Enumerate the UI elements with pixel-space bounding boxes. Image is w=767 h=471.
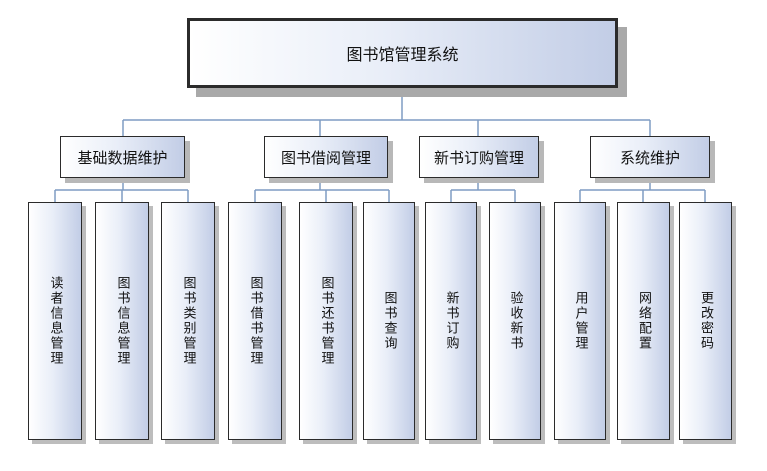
- leaf-label: 图书类别管理: [180, 276, 196, 366]
- leaf-node: 网络配置: [617, 202, 670, 440]
- leaf-node: 读者信息管理: [28, 202, 82, 440]
- leaf-node: 图书查询: [363, 202, 415, 440]
- group-node-system: 系统维护: [590, 136, 710, 178]
- group-label: 系统维护: [619, 148, 680, 167]
- leaf-node: 用户管理: [554, 202, 606, 440]
- leaf-node: 图书信息管理: [95, 202, 149, 440]
- leaf-label: 新书订购: [443, 291, 459, 351]
- group-label: 新书订购管理: [433, 148, 524, 167]
- leaf-node: 图书类别管理: [161, 202, 215, 440]
- leaf-label: 读者信息管理: [47, 276, 63, 366]
- group-node-ordering: 新书订购管理: [419, 136, 539, 178]
- group-node-basic-data: 基础数据维护: [60, 136, 185, 178]
- leaf-node: 验收新书: [489, 202, 541, 440]
- leaf-label: 验收新书: [507, 291, 523, 351]
- leaf-node: 图书借书管理: [228, 202, 282, 440]
- leaf-label: 图书查询: [381, 291, 397, 351]
- root-node: 图书馆管理系统: [187, 18, 618, 88]
- leaf-node: 更改密码: [679, 202, 732, 440]
- group-label: 基础数据维护: [77, 148, 168, 167]
- leaf-label: 更改密码: [698, 291, 713, 351]
- leaf-label: 图书信息管理: [114, 276, 130, 366]
- leaf-node: 图书还书管理: [299, 202, 353, 440]
- leaf-label: 图书还书管理: [318, 276, 334, 366]
- root-label: 图书馆管理系统: [346, 45, 459, 64]
- group-node-borrowing: 图书借阅管理: [264, 136, 388, 178]
- leaf-label: 图书借书管理: [247, 276, 263, 366]
- group-label: 图书借阅管理: [280, 148, 371, 167]
- leaf-node: 新书订购: [425, 202, 477, 440]
- leaf-label: 用户管理: [572, 291, 588, 351]
- leaf-label: 网络配置: [636, 291, 651, 351]
